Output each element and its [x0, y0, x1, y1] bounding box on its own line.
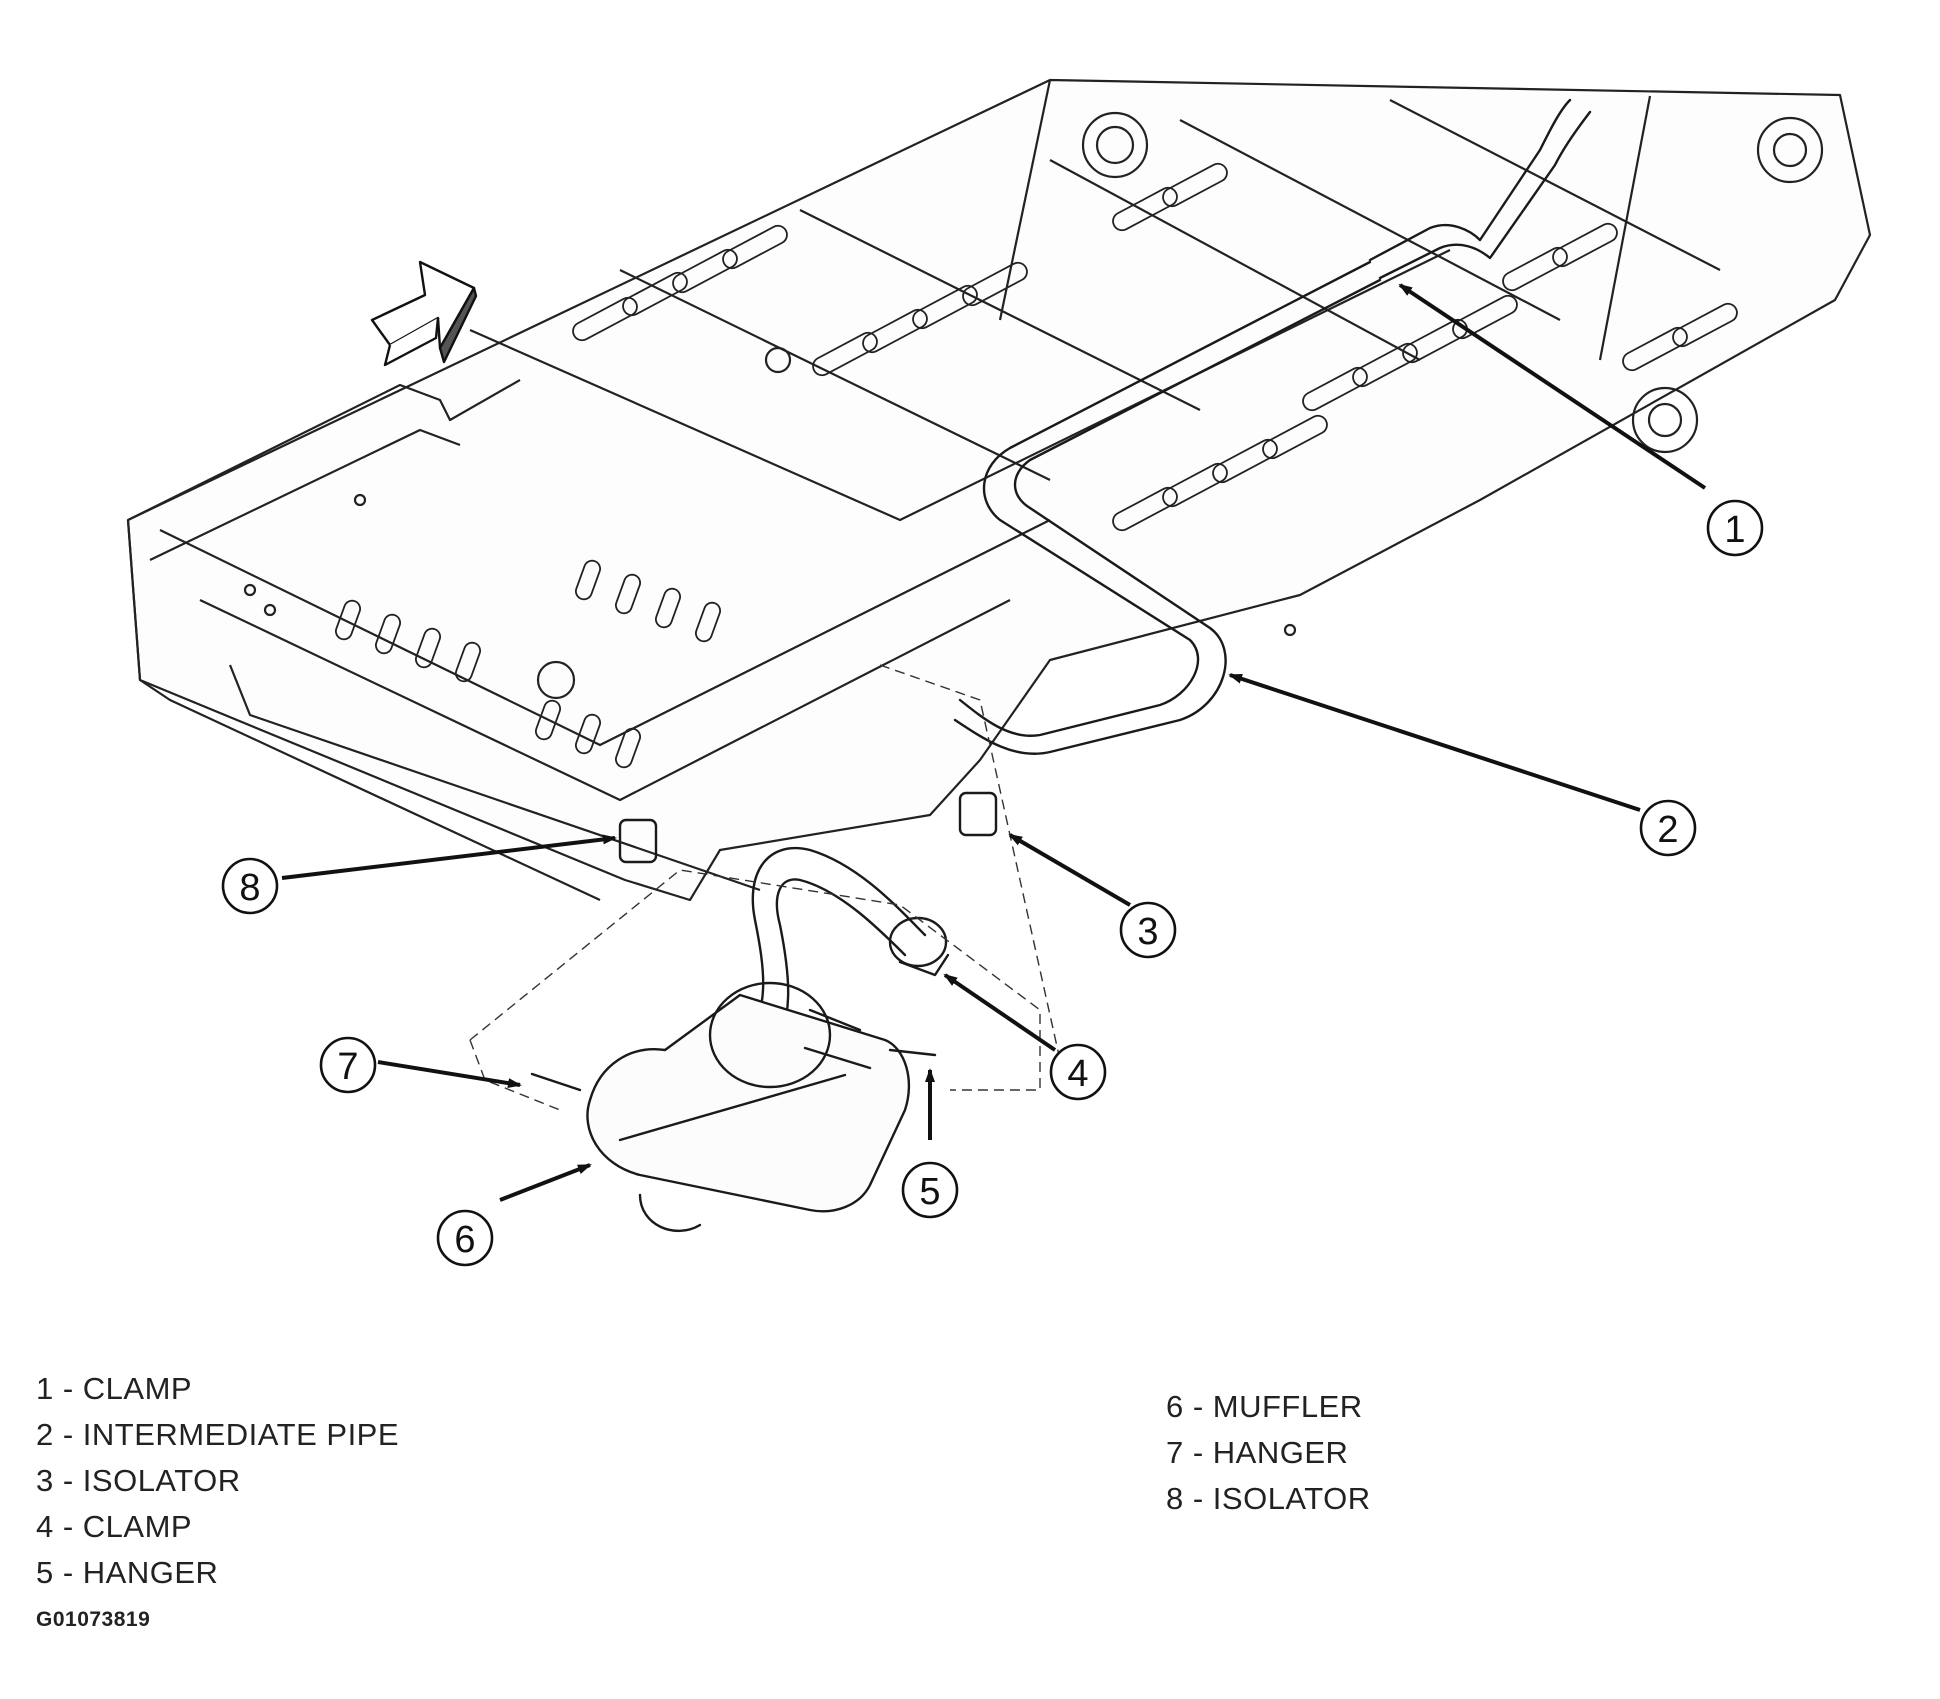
- legend-right-column: 6 - MUFFLER 7 - HANGER 8 - ISOLATOR: [1166, 1384, 1371, 1522]
- legend-item: 6 - MUFFLER: [1166, 1389, 1363, 1424]
- direction-arrow-icon: [370, 260, 478, 367]
- callout-number: 3: [1137, 911, 1158, 953]
- callout-4: 4: [1049, 1043, 1107, 1101]
- legend-item: 7 - HANGER: [1166, 1435, 1349, 1470]
- legend-item: 4 - CLAMP: [36, 1509, 193, 1544]
- legend-item: 8 - ISOLATOR: [1166, 1481, 1371, 1516]
- callout-number: 5: [919, 1171, 940, 1213]
- callout-8: 8: [221, 857, 279, 915]
- callout-number: 7: [337, 1046, 358, 1088]
- legend-item: 1 - CLAMP: [36, 1371, 193, 1406]
- callout-leaders: [281, 283, 1707, 1202]
- legend-item: 2 - INTERMEDIATE PIPE: [36, 1417, 400, 1452]
- callout-number: 8: [239, 867, 260, 909]
- callout-6: 6: [436, 1209, 494, 1267]
- exhaust-system-diagram: 1 2 3 4 5 6 7 8: [126, 78, 1872, 1267]
- vehicle-underbody: [126, 78, 1872, 902]
- callout-number: 1: [1724, 509, 1745, 551]
- callout-2: 2: [1639, 799, 1697, 857]
- detail-outlines: [469, 664, 1061, 1111]
- figure-id: G01073819: [36, 1608, 151, 1631]
- callout-number: 2: [1657, 809, 1678, 851]
- legend-item: 5 - HANGER: [36, 1555, 219, 1590]
- legend-left-column: 1 - CLAMP 2 - INTERMEDIATE PIPE 3 - ISOL…: [36, 1366, 399, 1596]
- callout-number: 4: [1067, 1053, 1088, 1095]
- legend-item: 3 - ISOLATOR: [36, 1463, 241, 1498]
- callout-5: 5: [901, 1161, 959, 1219]
- callout-number: 6: [454, 1219, 475, 1261]
- callout-1: 1: [1706, 499, 1764, 557]
- exhaust-assembly: [530, 98, 1592, 1233]
- callout-3: 3: [1119, 901, 1177, 959]
- callout-7: 7: [319, 1036, 377, 1094]
